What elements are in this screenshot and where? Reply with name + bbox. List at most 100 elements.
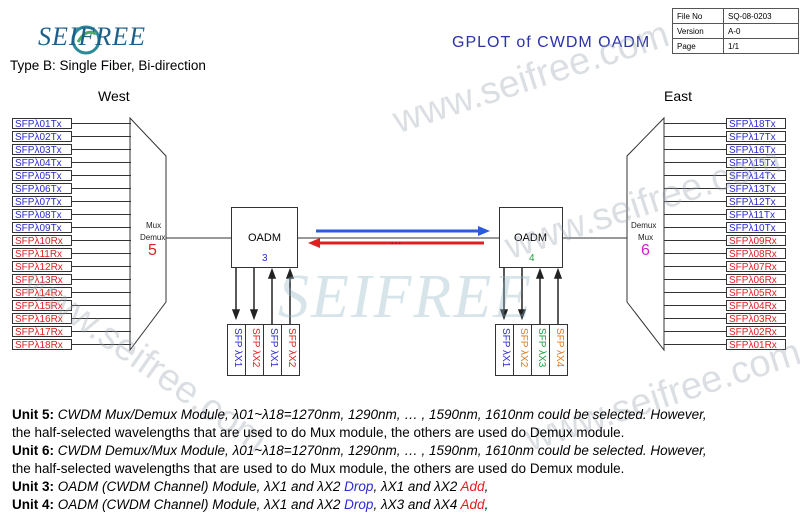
east-sfp-port: SFPλ12Tx: [726, 196, 786, 207]
unit-6-number: 6: [641, 242, 650, 259]
east-mux-label: Mux: [638, 233, 654, 242]
west-sfp-port: SFPλ01Tx: [12, 118, 72, 129]
oadm_left-sfp-label: SFP λX1: [268, 328, 279, 368]
note-unit-4: Unit 4: OADM (CWDM Channel) Module, λX1 …: [12, 497, 489, 512]
east-label: East: [664, 88, 693, 104]
note-unit-3: Unit 3: OADM (CWDM Channel) Module, λX1 …: [12, 479, 489, 494]
oadm_left-sfp-label: SFP λX2: [286, 328, 297, 368]
east-sfp-port: SFPλ09Rx: [726, 235, 786, 246]
west-demux-label: Demux: [140, 233, 166, 242]
document-info-table: File No SQ-08-0203 Version A-0 Page 1/1: [672, 8, 799, 54]
east-sfp-port: SFPλ08Rx: [726, 248, 786, 259]
east-sfp-port: SFPλ17Tx: [726, 131, 786, 142]
east-sfp-port: SFPλ02Rx: [726, 326, 786, 337]
east-sfp-port: SFPλ05Rx: [726, 287, 786, 298]
note-unit-label: Unit 3: [12, 479, 50, 494]
note-text: CWDM Demux/Mux Module, λ01~λ18=1270nm, 1…: [57, 443, 707, 458]
west-sfp-port: SFPλ04Tx: [12, 157, 72, 168]
note-unit-label: Unit 4: [12, 497, 50, 512]
west-mux-label: Mux: [146, 221, 162, 230]
oadm_left-sfp-label: SFP λX2: [250, 328, 261, 368]
east-sfp-port: SFPλ01Rx: [726, 339, 786, 350]
note-text: , λX3 and λX4: [373, 497, 461, 512]
page-title: GPLOT of CWDM OADM: [452, 34, 651, 51]
note-text: OADM (CWDM Channel) Module, λX1 and λX2: [57, 497, 345, 512]
oadm-3-number: 3: [262, 253, 268, 264]
east-demux-label: Demux: [631, 221, 657, 230]
note-unit-label: Unit 6: [12, 443, 50, 458]
add-word: Add: [460, 497, 485, 512]
info-row: Page 1/1: [672, 38, 799, 54]
west-sfp-port: SFPλ10Rx: [12, 235, 72, 246]
drop-word: Drop: [344, 497, 374, 512]
east-mux-shape: [626, 116, 665, 352]
east-bound-arrow-head: [478, 226, 490, 236]
east-sfp-port: SFPλ10Tx: [726, 222, 786, 233]
east-sfp-port: SFPλ11Tx: [726, 209, 786, 220]
info-value: 1/1: [723, 38, 799, 54]
note-text: OADM (CWDM Channel) Module, λX1 and λX2: [57, 479, 345, 494]
west-sfp-port: SFPλ12Rx: [12, 261, 72, 272]
east-sfp-port: SFPλ16Tx: [726, 144, 786, 155]
unit-5-number: 5: [148, 242, 157, 259]
seifree-logo-icon: [71, 25, 101, 55]
oadm-4-box: OADM 4: [499, 207, 563, 268]
oadm_right-sfp-module: SFP λX3: [531, 324, 550, 376]
oadm_left-sfp-label: SFP λX1: [232, 328, 243, 368]
east-sfp-port: SFPλ03Rx: [726, 313, 786, 324]
west-sfp-port: SFPλ05Tx: [12, 170, 72, 181]
west-sfp-port: SFPλ03Tx: [12, 144, 72, 155]
drop-word: Drop: [344, 479, 374, 494]
east-sfp-port: SFPλ15Tx: [726, 157, 786, 168]
oadm_right-sfp-label: SFP λX1: [500, 328, 511, 368]
note-unit-5-line2: the half-selected wavelengths that are u…: [12, 425, 625, 440]
oadm_left-sfp-module: SFP λX1: [263, 324, 282, 376]
east-sfp-port: SFPλ04Rx: [726, 300, 786, 311]
east-sfp-port: SFPλ18Tx: [726, 118, 786, 129]
west-bound-arrow-head: [308, 238, 320, 248]
oadm_left-sfp-module: SFP λX2: [281, 324, 300, 376]
info-row: Version A-0: [672, 23, 799, 39]
west-sfp-port: SFPλ17Rx: [12, 326, 72, 337]
oadm_left-sfp-module: SFP λX1: [227, 324, 246, 376]
diagram-subtitle: Type B: Single Fiber, Bi-direction: [10, 58, 206, 73]
note-unit-6-line2: the half-selected wavelengths that are u…: [12, 461, 625, 476]
oadm_right-sfp-label: SFP λX4: [554, 328, 565, 368]
west-sfp-port: SFPλ18Rx: [12, 339, 72, 350]
west-label: West: [98, 88, 130, 104]
link-ellipsis: …: [390, 233, 402, 247]
note-text: ,: [484, 479, 489, 494]
info-key: Page: [672, 38, 724, 54]
note-unit-6: Unit 6: CWDM Demux/Mux Module, λ01~λ18=1…: [12, 443, 707, 458]
add-word: Add: [460, 479, 485, 494]
west-sfp-port: SFPλ08Tx: [12, 209, 72, 220]
west-sfp-port: SFPλ07Tx: [12, 196, 72, 207]
west-sfp-port: SFPλ11Rx: [12, 248, 72, 259]
oadm-3-box: OADM 3: [231, 207, 298, 268]
west-mux-shape: [129, 116, 167, 352]
east-sfp-port: SFPλ07Rx: [726, 261, 786, 272]
note-text: CWDM Mux/Demux Module, λ01~λ18=1270nm, 1…: [57, 407, 707, 422]
west-sfp-port: SFPλ16Rx: [12, 313, 72, 324]
oadm_right-sfp-label: SFP λX3: [536, 328, 547, 368]
oadm_right-sfp-module: SFP λX4: [549, 324, 568, 376]
west-sfp-port: SFPλ06Tx: [12, 183, 72, 194]
oadm-3-label: OADM: [248, 232, 281, 244]
west-sfp-port: SFPλ14Rx: [12, 287, 72, 298]
note-unit-label: Unit 5: [12, 407, 50, 422]
east-sfp-port: SFPλ14Tx: [726, 170, 786, 181]
note-text: , λX1 and λX2: [373, 479, 461, 494]
logo-text: SEIFREE: [38, 22, 147, 51]
oadm_right-sfp-label: SFP λX2: [518, 328, 529, 368]
oadm-4-number: 4: [529, 253, 535, 264]
east-sfp-port: SFPλ13Tx: [726, 183, 786, 194]
west-sfp-port: SFPλ02Tx: [12, 131, 72, 142]
east-sfp-port: SFPλ06Rx: [726, 274, 786, 285]
west-sfp-port: SFPλ13Rx: [12, 274, 72, 285]
oadm_left-sfp-module: SFP λX2: [245, 324, 264, 376]
west-sfp-port: SFPλ09Tx: [12, 222, 72, 233]
oadm-4-label: OADM: [514, 232, 547, 244]
watermark-logo-text: SEIFREE: [278, 263, 534, 331]
note-unit-5: Unit 5: CWDM Mux/Demux Module, λ01~λ18=1…: [12, 407, 707, 422]
